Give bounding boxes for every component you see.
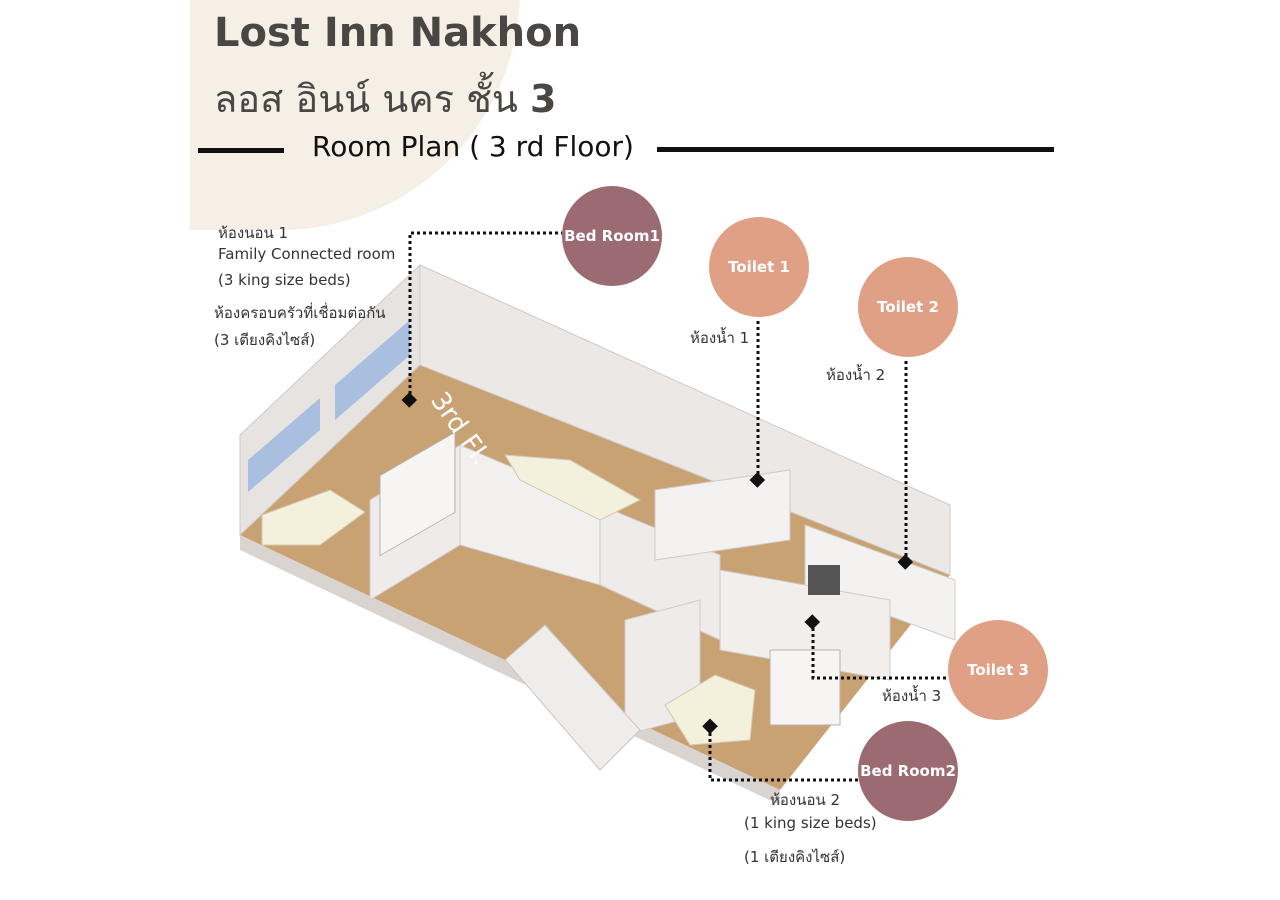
page-subtitle: ลอส อินน์ นคร ชั้น 3 [214, 68, 556, 129]
lattice-door-1 [379, 431, 456, 557]
floor-base-front [240, 535, 780, 805]
leader-toilet3 [811, 622, 948, 680]
bedroom1-thai-desc: ห้องครอบครัวที่เชื่อมต่อกัน [214, 304, 386, 322]
bed-2 [504, 454, 642, 521]
toilet2-circle: Toilet 2 [858, 257, 958, 357]
rule-right [657, 147, 1054, 152]
stairs [504, 624, 641, 771]
marker-bedroom1 [401, 392, 418, 408]
subtitle-text: ลอส อินน์ นคร ชั้น [214, 77, 530, 121]
bedroom1-beds: (3 king size beds) [218, 271, 351, 289]
lattice-door-2 [769, 649, 841, 726]
subtitle-floor: 3 [529, 77, 557, 121]
marker-toilet3 [804, 614, 821, 630]
leader-bedroom2 [708, 727, 858, 782]
bedroom2-beds: (1 king size beds) [744, 814, 877, 832]
toilet3-thai-name: ห้องน้ำ 3 [882, 687, 942, 705]
bed-3 [664, 674, 756, 746]
toilet2-thai-name: ห้องน้ำ 2 [826, 366, 886, 384]
toilet3-circle: Toilet 3 [948, 620, 1048, 720]
rule-left [198, 148, 284, 153]
bedroom1-desc: Family Connected room [218, 245, 396, 263]
toilet1-circle: Toilet 1 [709, 217, 809, 317]
toilet1-box [654, 469, 791, 561]
marker-toilet2 [897, 554, 914, 570]
bedroom1-thai-name: ห้องนอน 1 [218, 224, 289, 242]
left-wall [239, 263, 421, 537]
bedroom2-thai-name: ห้องนอน 2 [770, 791, 841, 809]
window-1 [248, 398, 320, 492]
leader-bedroom1 [408, 231, 562, 400]
bedroom1-circle: Bed Room1 [562, 186, 662, 286]
marker-bedroom2 [702, 718, 718, 735]
bedroom2-thai-beds: (1 เตียงคิงไซส์) [744, 848, 846, 866]
toilet1-thai-name: ห้องน้ำ 1 [690, 329, 750, 347]
section-title: Room Plan ( 3 rd Floor) [312, 130, 634, 163]
bed-1 [261, 489, 366, 546]
window-2 [335, 320, 410, 420]
bedroom2-circle: Bed Room2 [858, 721, 958, 821]
bathroom-mirror [808, 565, 840, 595]
bedroom1-thai-beds: (3 เตียงคิงไซส์) [214, 331, 316, 349]
page-title: Lost Inn Nakhon [214, 10, 582, 56]
